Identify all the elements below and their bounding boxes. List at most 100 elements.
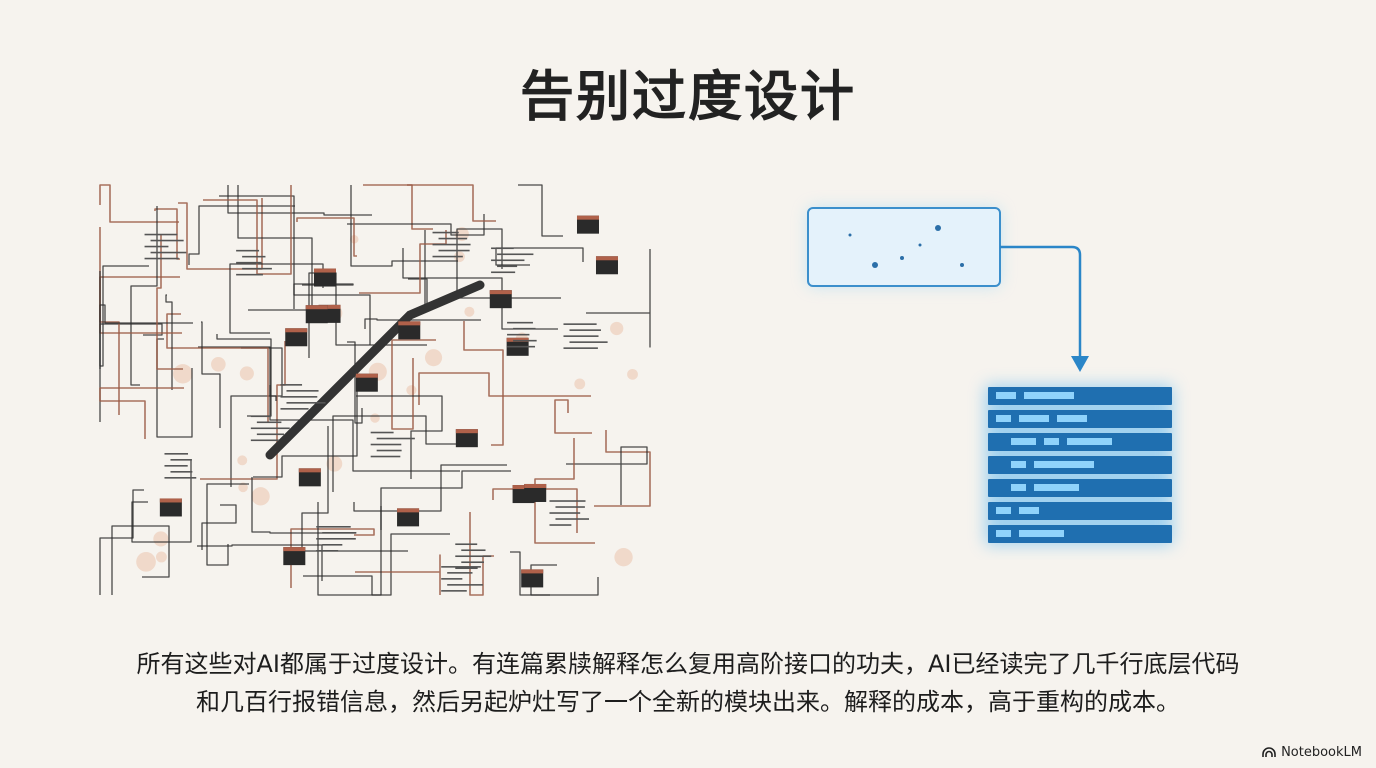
code-text-line <box>447 572 473 574</box>
code-node <box>283 547 306 566</box>
module-row-segment <box>1011 461 1026 468</box>
code-text-line <box>286 390 319 392</box>
module-row <box>988 525 1172 543</box>
flow-arrow <box>1000 245 1082 360</box>
tangle-line <box>197 544 323 581</box>
code-text-line <box>316 550 339 552</box>
tangle-line <box>554 399 592 434</box>
code-text-line <box>441 566 481 568</box>
code-text-line <box>170 459 192 461</box>
clean-module-illustration <box>807 207 1173 545</box>
tangle-line <box>99 184 179 223</box>
code-text-line <box>461 549 486 552</box>
tangle-line <box>418 372 591 405</box>
tangle-line <box>594 430 651 507</box>
code-text-line <box>438 249 470 252</box>
module-row-segment <box>1044 438 1059 445</box>
notebooklm-icon <box>1262 747 1276 757</box>
glow-dot <box>136 552 156 572</box>
glow-dot <box>610 321 624 336</box>
module-row <box>988 387 1172 405</box>
module-row-segment <box>996 415 1011 422</box>
glow-dot <box>627 368 638 380</box>
tangle-line <box>530 564 599 596</box>
module-row-segment <box>1024 392 1074 399</box>
module-row-segment <box>1057 415 1087 422</box>
module-row-segment <box>1019 415 1049 422</box>
tangle-line <box>99 265 149 367</box>
tangle-line <box>219 195 371 345</box>
glow-dot <box>155 551 167 563</box>
code-text-line <box>563 335 599 337</box>
code-node <box>285 328 308 347</box>
code-text-line <box>242 255 266 258</box>
tangle-line <box>350 185 458 267</box>
glow-dot <box>326 455 343 472</box>
tangle-line <box>269 385 460 472</box>
code-text-line <box>461 561 484 564</box>
code-node <box>159 498 182 517</box>
module-row-segment <box>996 507 1011 514</box>
tangle-line <box>356 395 443 479</box>
glow-dot <box>464 306 475 317</box>
tangle-line <box>156 338 193 438</box>
tangle-line <box>332 415 477 492</box>
code-text-line <box>236 249 260 252</box>
tangle-line <box>518 184 563 237</box>
arrowhead-icon <box>1071 356 1089 372</box>
module-row <box>988 502 1172 520</box>
code-text-line <box>555 506 585 508</box>
code-text-line <box>491 271 516 274</box>
code-text-line <box>432 231 459 234</box>
tangle-line <box>534 438 595 544</box>
tangle-line <box>469 512 494 596</box>
tangle-line <box>188 205 295 265</box>
tangle-line <box>111 525 170 595</box>
glow-dot <box>424 349 443 367</box>
code-text-line <box>370 443 402 446</box>
code-node <box>298 468 321 487</box>
tangle-line <box>200 341 286 480</box>
tangle-line <box>495 247 584 266</box>
code-text-line <box>491 247 514 250</box>
glow-dot <box>251 487 270 506</box>
source-box <box>807 207 1001 287</box>
code-text-line <box>555 518 590 520</box>
code-text-line <box>455 567 478 570</box>
code-text-line <box>250 415 271 418</box>
code-text-line <box>316 526 351 528</box>
glow-dot <box>406 385 417 396</box>
code-text-line <box>549 512 581 514</box>
code-text-line <box>491 259 525 262</box>
tangle-line <box>303 506 382 596</box>
code-text-line <box>513 327 536 330</box>
caption-line-2: 和几百行报错信息，然后另起炉灶写了一个全新的模块出来。解释的成本，高于重构的成本… <box>196 688 1180 716</box>
tangle-line <box>380 470 511 530</box>
module-row-segment <box>1034 484 1079 491</box>
code-text-line <box>455 543 478 546</box>
code-text-line <box>549 500 586 502</box>
tangle-line <box>130 206 158 386</box>
tangle-line <box>99 227 182 334</box>
code-node <box>521 569 544 588</box>
code-text-line <box>441 578 463 580</box>
module-row-segment <box>996 530 1011 537</box>
code-text-line <box>569 341 608 343</box>
tangle-line <box>203 185 292 275</box>
module-row <box>988 479 1172 497</box>
code-text-line <box>256 421 282 424</box>
code-node <box>397 508 420 527</box>
tangle-line <box>201 504 237 550</box>
tangle-line <box>364 318 481 329</box>
glow-dot <box>454 227 469 242</box>
module-row-segment <box>1019 530 1064 537</box>
tangle-line <box>99 489 144 595</box>
module-row-segment <box>1011 484 1026 491</box>
code-text-line <box>280 384 303 386</box>
code-text-line <box>250 427 290 430</box>
code-text-line <box>432 243 471 246</box>
code-text-line <box>438 237 468 240</box>
code-text-line <box>569 329 601 331</box>
tangle-line <box>253 375 358 478</box>
code-text-line <box>441 590 467 592</box>
